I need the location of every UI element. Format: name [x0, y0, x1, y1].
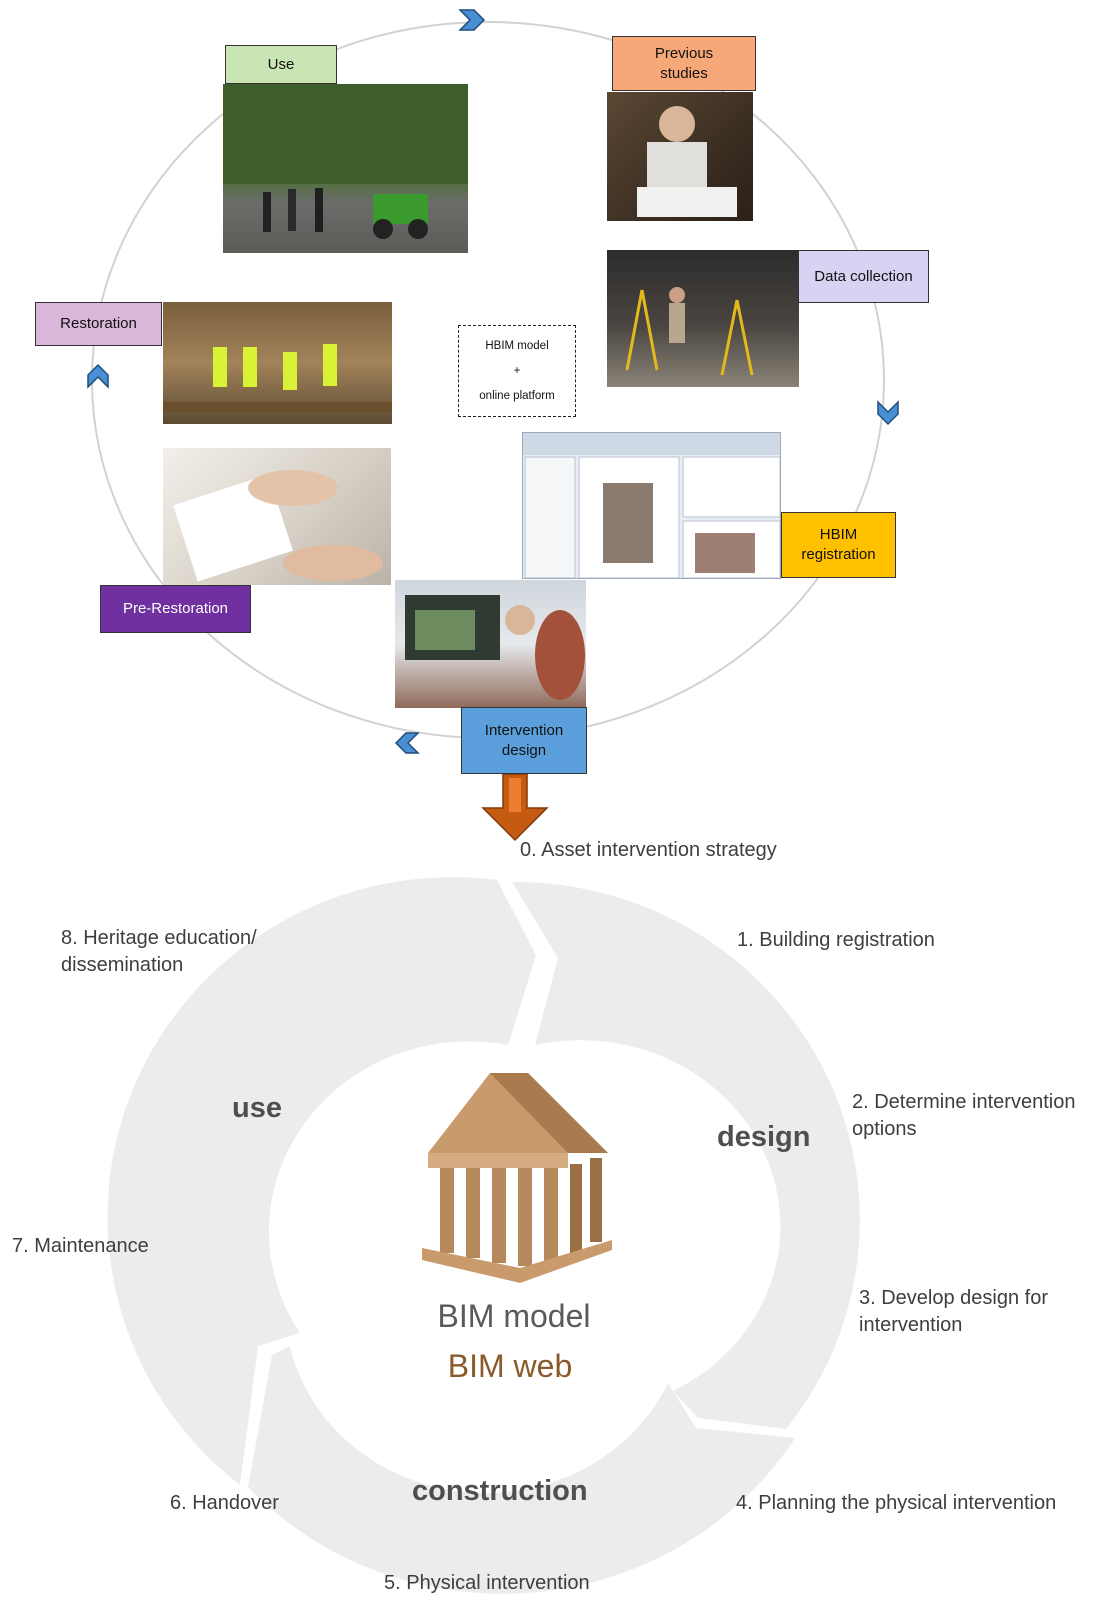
cycle-arrow-bottom [394, 732, 420, 754]
step-8: 8. Heritage education/ dissemination [61, 927, 257, 976]
hbim-line-1: HBIM model [485, 339, 549, 352]
photo-restoration [163, 302, 392, 424]
building-icon [422, 1073, 612, 1283]
phase-intervention-design: Intervention design [461, 707, 587, 774]
photo-previous-studies [607, 92, 753, 221]
step-3: 3. Develop design for intervention [859, 1287, 1049, 1336]
workers-photo-icon [163, 344, 392, 412]
step-0: 0. Asset intervention strategy [520, 839, 777, 861]
hbim-line-3: online platform [479, 389, 555, 402]
phase-restoration: Restoration [35, 302, 162, 346]
documents-photo-icon [173, 470, 383, 582]
phase-use: Use [225, 45, 337, 84]
software-screenshot-icon [523, 433, 780, 578]
hbim-line-2: + [513, 364, 521, 377]
phase-hbim-registration: HBIM registration [781, 512, 896, 578]
photo-intervention-design [395, 580, 586, 708]
phase-word-construction: construction [412, 1475, 588, 1507]
down-arrow [481, 773, 549, 842]
photo-use [223, 84, 468, 253]
computer-photo-icon [405, 595, 585, 700]
phase-previous-studies: Previous studies [612, 36, 756, 91]
bim-web-label: BIM web [447, 1348, 573, 1384]
cycle-arrow-right [877, 400, 899, 426]
step-1: 1. Building registration [737, 929, 935, 951]
phase-word-use: use [232, 1092, 282, 1124]
survey-photo-icon [625, 287, 754, 376]
step-5: 5. Physical intervention [384, 1572, 590, 1594]
step-7: 7. Maintenance [12, 1235, 149, 1257]
phase-data-collection: Data collection [798, 250, 929, 303]
phase-word-design: design [717, 1121, 811, 1153]
hbim-platform-box: HBIM model + online platform [458, 325, 576, 417]
photo-data-collection [607, 250, 799, 387]
bim-model-label: BIM model [437, 1298, 591, 1334]
cycle-arrow-left [87, 363, 109, 389]
photo-hbim-software [522, 432, 781, 579]
photo-pre-restoration [163, 448, 391, 585]
researcher-photo-icon [637, 106, 737, 217]
step-2: 2. Determine intervention options [852, 1091, 1076, 1140]
step-6: 6. Handover [170, 1492, 279, 1514]
building-photo-icon [223, 84, 468, 239]
step-4: 4. Planning the physical intervention [736, 1492, 1057, 1514]
cycle-arrow-top [458, 9, 486, 31]
phase-pre-restoration: Pre-Restoration [100, 585, 251, 633]
